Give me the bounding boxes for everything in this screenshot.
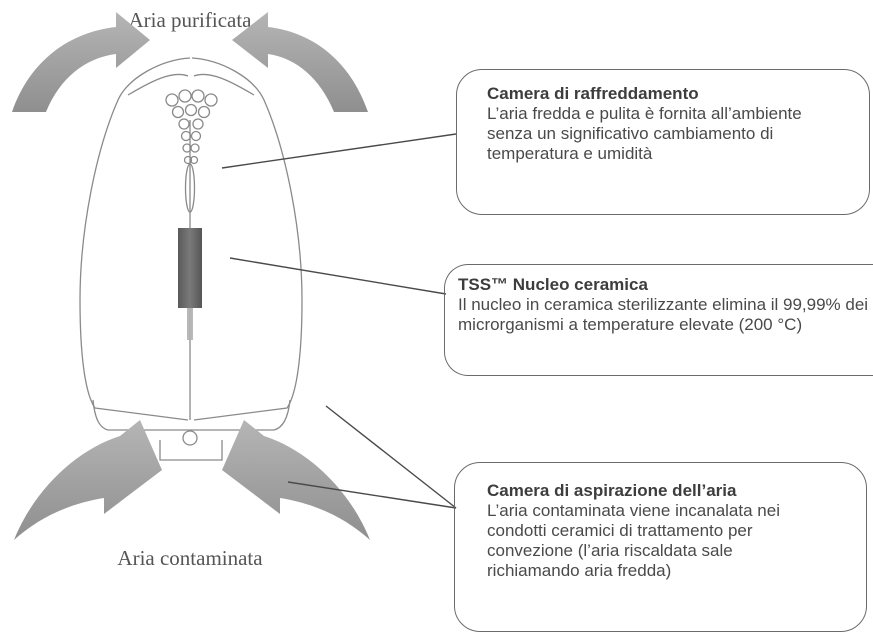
device-top-right-wing [193, 73, 255, 96]
leader-intake-2 [287, 481, 457, 509]
device-grille [165, 89, 218, 165]
curved-arrow-in-right-icon [222, 420, 370, 540]
callout-core-body: Il nucleo in ceramica sterilizzante elim… [458, 295, 869, 334]
leader-core [229, 257, 447, 295]
curved-arrow-in-left-icon [14, 420, 162, 540]
curved-arrow-out-left-icon [12, 12, 150, 112]
leader-lines [221, 133, 457, 509]
device-left-shell [79, 57, 191, 421]
device-top-left-wing [127, 73, 189, 96]
core-stem [187, 308, 193, 340]
callout-intake-title: Camera di aspirazione dell’aria [487, 481, 737, 500]
callout-intake-body: L’aria contaminata viene incanalata nei … [487, 501, 780, 580]
caption-bottom: Aria contaminata [117, 546, 263, 570]
device-right-shell [191, 57, 303, 421]
callout-intake-chamber: Camera di aspirazione dell’aria L’aria c… [454, 462, 867, 632]
leader-intake-1 [325, 405, 457, 509]
device-foot [159, 440, 223, 461]
device-sensor [182, 430, 198, 446]
callout-cooling-body: L’aria fredda e pulita è fornita all’amb… [487, 104, 802, 163]
device-base [92, 399, 291, 431]
callout-core-title: TSS™ Nucleo ceramica [458, 275, 648, 294]
curved-arrow-out-right-icon [232, 12, 368, 112]
callout-ceramic-core: TSS™ Nucleo ceramica Il nucleo in cerami… [444, 264, 873, 376]
callout-cooling-chamber: Camera di raffreddamento L’aria fredda e… [456, 69, 870, 215]
callout-cooling-title: Camera di raffreddamento [487, 84, 699, 103]
caption-top: Aria purificata [128, 8, 252, 32]
leader-cooling [221, 133, 457, 169]
ceramic-core-bar [178, 228, 202, 308]
device-slot [184, 163, 196, 213]
